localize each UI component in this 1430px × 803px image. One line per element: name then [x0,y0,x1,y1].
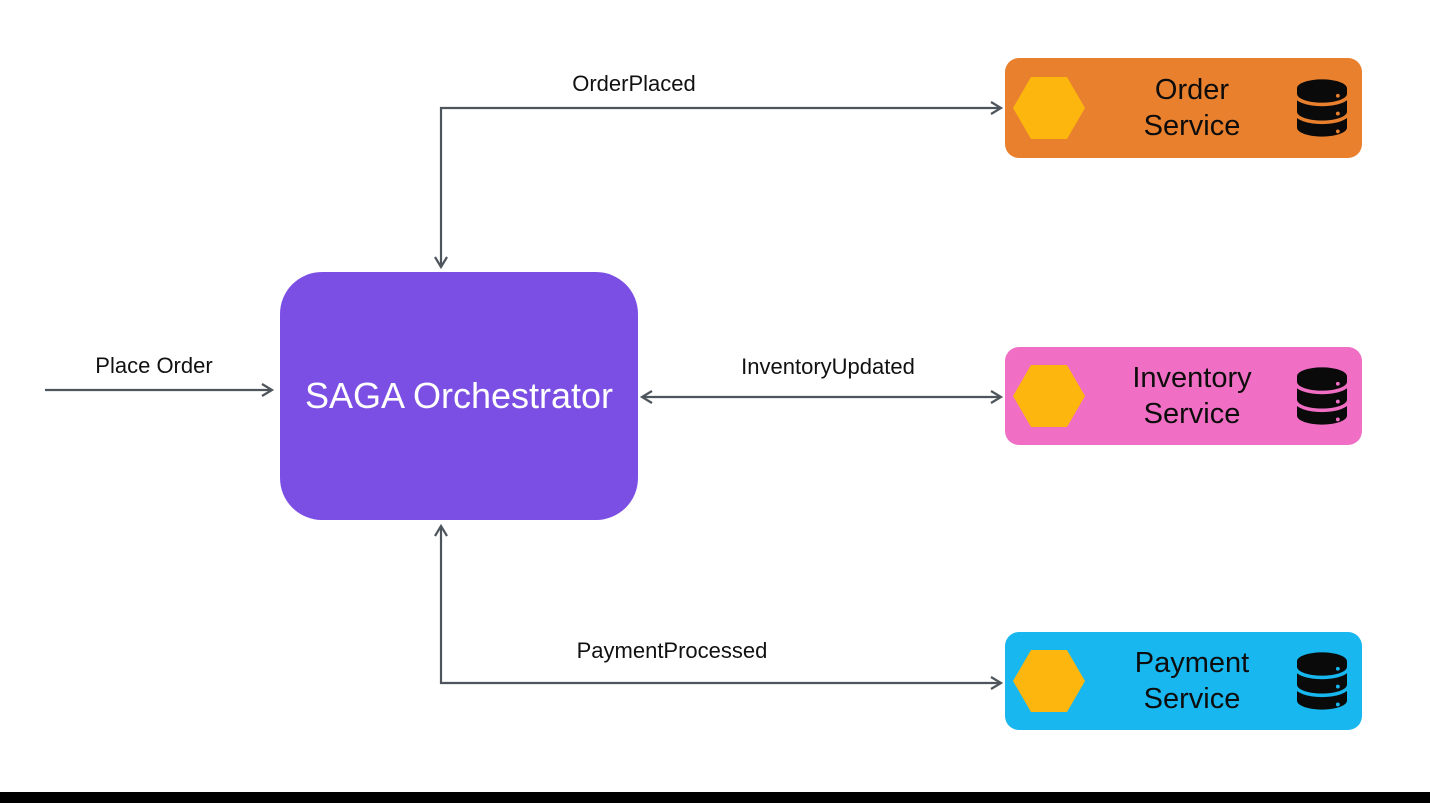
database-icon [1297,652,1347,710]
service-node-payment: Payment Service [1005,632,1362,730]
database-icon [1297,79,1347,137]
service-label-payment: Payment Service [1134,647,1250,715]
edge-label-inventory-updated: InventoryUpdated [741,354,915,379]
edge-order-placed [434,101,1004,270]
edge-payment-processed [434,523,1004,690]
edge-label-place-order: Place Order [95,353,213,378]
hexagon-icon [1013,77,1085,139]
database-icon [1297,367,1347,425]
service-label-order: Order Service [1143,74,1241,142]
orchestrator-node: SAGA Orchestrator [280,272,638,520]
service-node-order: Order Service [1005,58,1362,158]
hexagon-icon [1013,650,1085,712]
edge-label-payment-processed: PaymentProcessed [576,638,768,663]
edge-label-order-placed: OrderPlaced [572,71,696,96]
service-node-inventory: Inventory Service [1005,347,1362,445]
hexagon-icon [1013,365,1085,427]
bottom-black-bar [0,792,1430,803]
service-label-inventory: Inventory Service [1132,362,1252,430]
orchestrator-label: SAGA Orchestrator [304,375,614,416]
